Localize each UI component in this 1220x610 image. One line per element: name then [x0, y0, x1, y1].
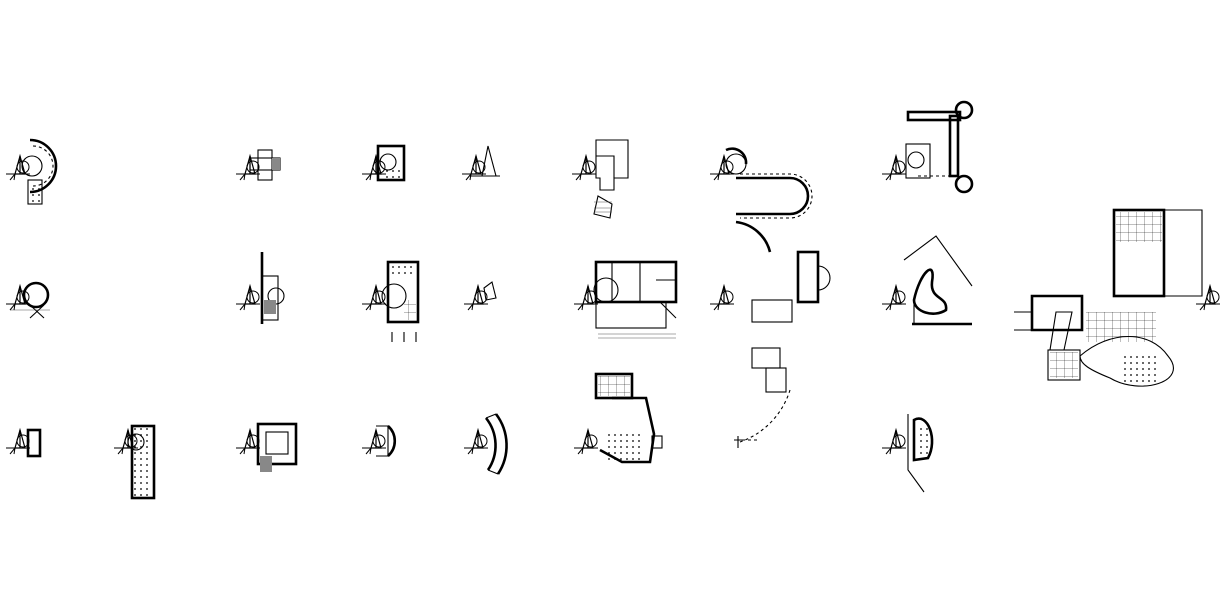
plan-r1-c7: [881, 100, 974, 194]
plan-r3-c4: [361, 425, 397, 457]
plan-r3-c3: [235, 422, 298, 472]
plan-r2-c7: [881, 235, 973, 326]
plan-r1-c5: [571, 139, 629, 219]
plan-r2-c8: [1014, 208, 1220, 387]
plan-r3-c8: [881, 414, 934, 493]
plan-r1-c2: [235, 149, 281, 181]
plan-r1-c3: [361, 144, 406, 182]
plan-r1-c1: [5, 138, 58, 205]
plan-r3-c7: [734, 436, 760, 448]
plan-r2-c3: [361, 260, 420, 342]
plan-r3-c2: [113, 424, 156, 500]
plan-r2-c6: [709, 220, 831, 443]
plan-r2-c5: [573, 260, 678, 339]
plan-r1-c4: [461, 145, 500, 181]
plan-r3-c5: [463, 413, 508, 475]
plan-r3-c6: [573, 372, 663, 464]
plan-r2-c2: [235, 252, 285, 324]
plan-r1-c6: [709, 147, 813, 219]
plan-r2-c1: [5, 281, 50, 319]
plan-r3-c1: [5, 428, 42, 458]
plan-r2-c4: [463, 281, 497, 311]
